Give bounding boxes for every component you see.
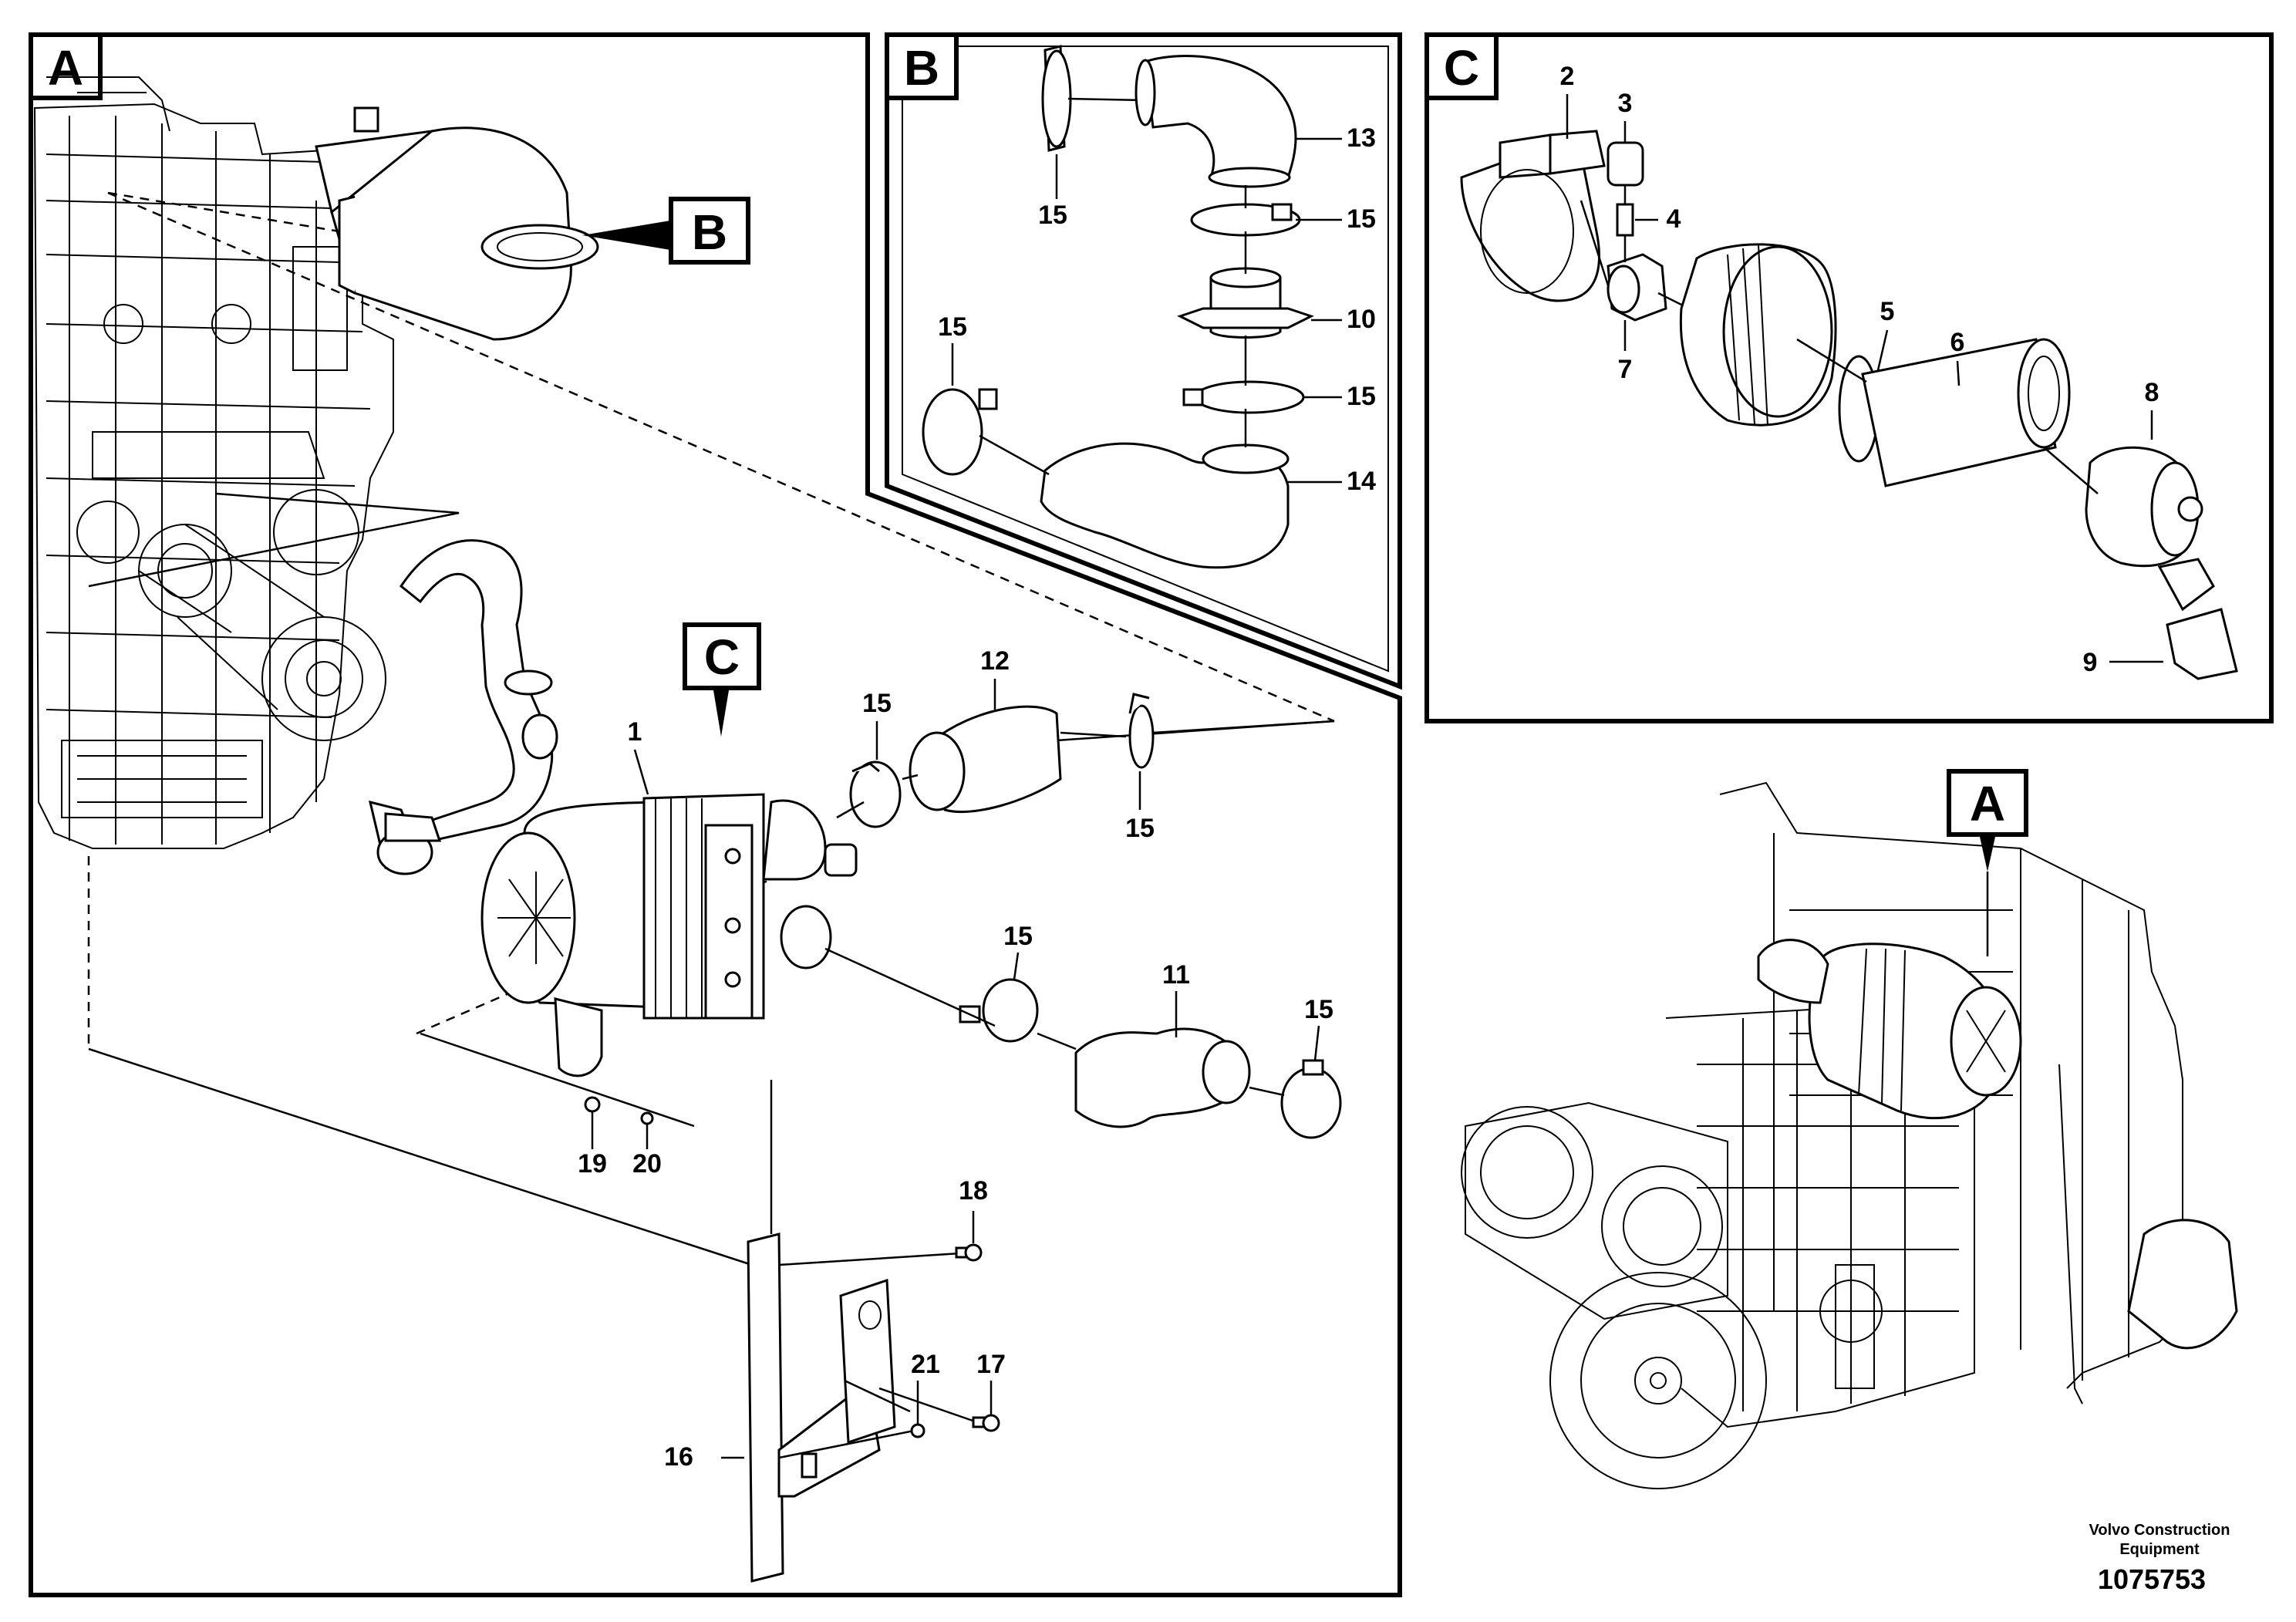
intake-pipe-upper [315,106,599,341]
callout-1: 1 [628,717,642,747]
footer: Volvo Construction Equipment 1075753 [2089,1522,2230,1595]
view-b-tag: B [692,204,727,260]
panel-b-parts [922,45,1314,569]
hose-11 [824,947,1342,1139]
callout-15-far: 15 [1304,995,1333,1024]
callout-14: 14 [1347,467,1376,496]
lower-pipe [368,539,558,875]
engine-drawing [33,76,394,849]
callout-15-right: 15 [1125,814,1155,843]
view-c-pointer: C [683,622,761,737]
panel-c: C [1424,32,2274,723]
callout-16: 16 [664,1442,693,1472]
drawing-number: 1075753 [2098,1563,2206,1595]
brand-line-1: Volvo Construction [2089,1522,2230,1539]
callout-21: 21 [911,1350,940,1379]
callout-6: 6 [1950,328,1965,357]
view-b-pointer: B [582,197,750,265]
air-cleaner-assembly [480,793,858,1077]
panel-b: B [885,32,1402,690]
callout-15-hose11: 15 [1003,922,1033,951]
callout-15-b-left-top: 15 [1038,201,1067,230]
callout-15-b-clamp: 15 [1347,204,1376,234]
callout-7: 7 [1618,355,1633,384]
callout-9: 9 [2083,648,2098,677]
panel-a-tag: A [48,40,83,96]
callout-19: 19 [578,1149,607,1179]
callout-8: 8 [2145,378,2159,407]
bracket-16 [747,1080,980,1583]
callout-15-b-left: 15 [938,312,967,342]
hose-12 [836,693,1335,828]
panel-b-frame [885,32,1402,690]
panel-b-tag: B [904,40,939,96]
callout-3: 3 [1618,89,1633,118]
view-c-tag: C [704,629,740,685]
panel-a-frame [29,32,1402,1597]
callout-12: 12 [980,646,1010,676]
callout-13: 13 [1347,123,1376,153]
callout-11: 11 [1162,960,1190,990]
callout-4: 4 [1667,204,1681,234]
panel-c-tag: C [1444,40,1479,96]
callout-5: 5 [1880,297,1895,326]
callout-10: 10 [1347,305,1376,334]
panel-b-callouts: 13 15 15 10 15 15 14 [938,123,1376,496]
callout-20: 20 [632,1149,662,1179]
panel-c-parts [1460,130,2238,680]
panel-c-frame [1424,32,2274,723]
panel-a-tag-box [29,32,103,100]
overview-machine [1461,781,2238,1489]
callout-15-b-mid: 15 [1347,382,1376,411]
callout-18: 18 [959,1176,988,1206]
callout-15-hose12: 15 [862,689,892,718]
panel-a-callouts: 1 15 12 15 15 11 15 19 20 18 21 17 16 [578,646,1333,1472]
panel-a: A [29,32,1402,1597]
callout-2: 2 [1560,62,1575,91]
panel-c-callouts: 2 3 4 7 5 6 8 9 [1560,62,2163,677]
hardware [584,1096,1000,1459]
brand-line-2: Equipment [2119,1541,2200,1558]
overview-a-tag: A [1970,776,2005,831]
callout-17: 17 [976,1350,1006,1379]
overview-a-pointer: A [1947,769,2028,956]
